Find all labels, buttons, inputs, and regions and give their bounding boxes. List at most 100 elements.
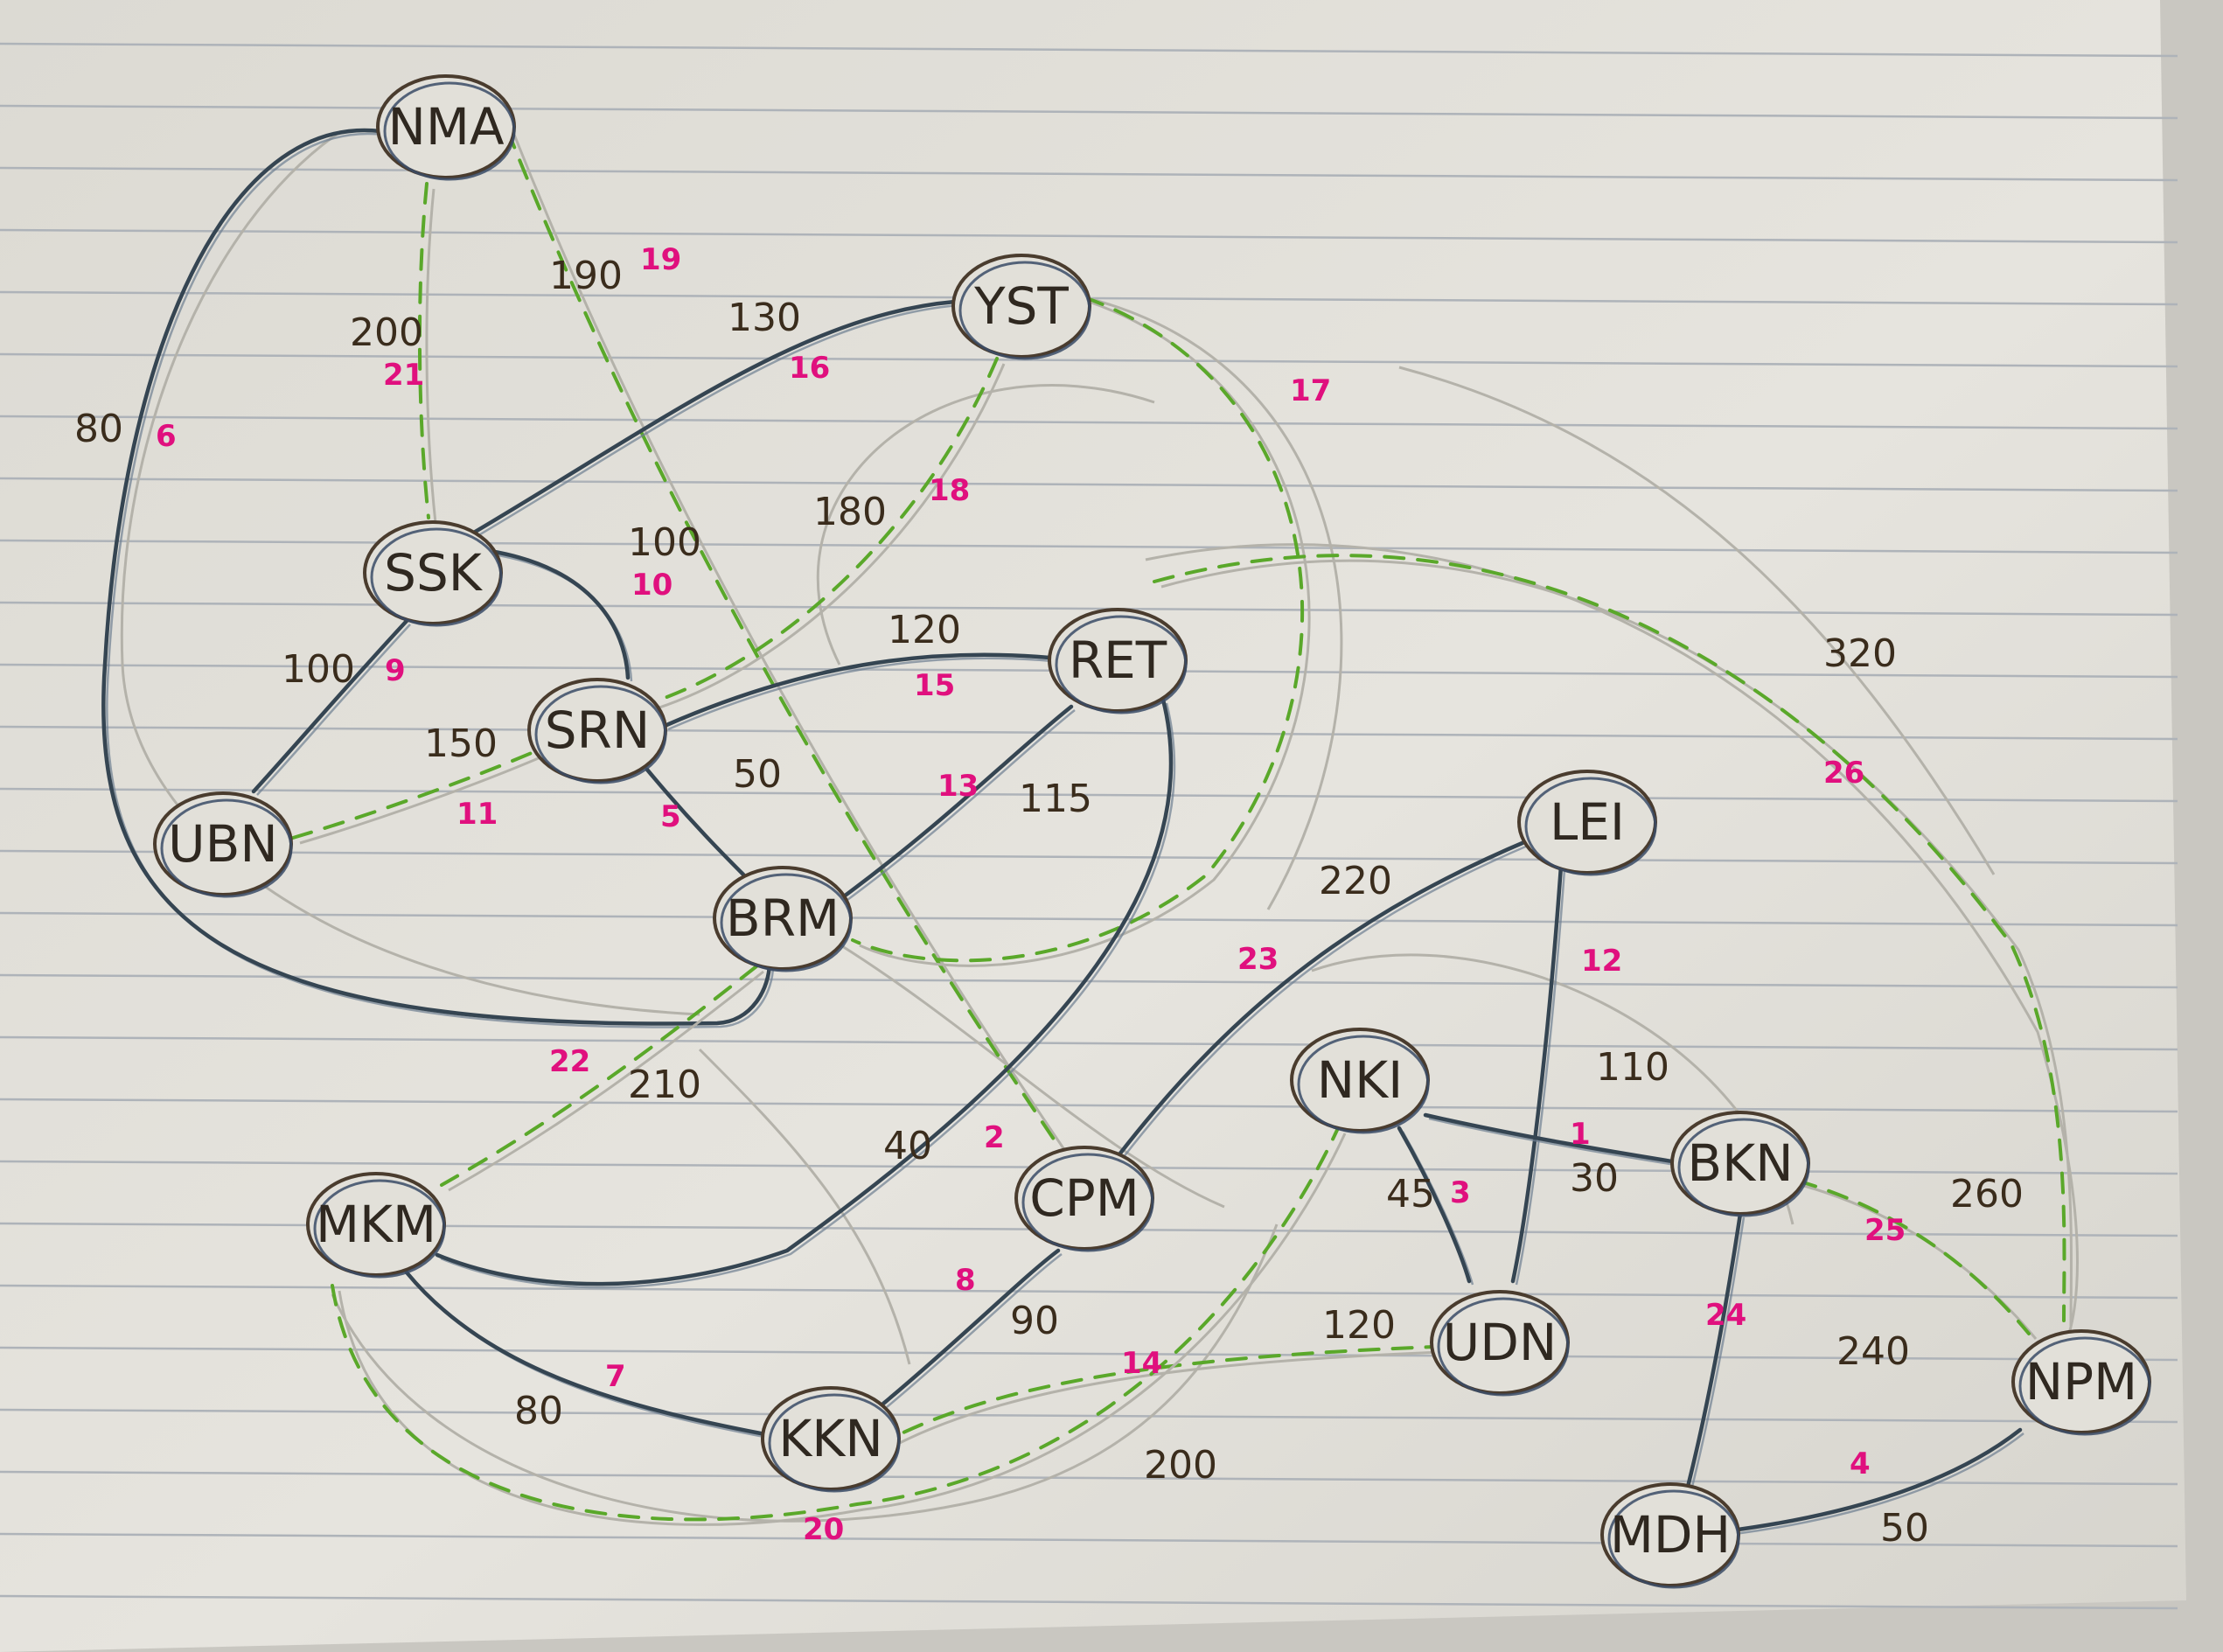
edge-weight-label: 190	[549, 254, 623, 298]
edge-weight-label: 80	[74, 407, 123, 451]
edge-ssk-yst	[470, 299, 958, 536]
node-yst[interactable]: YST	[951, 254, 1091, 360]
ruled-line	[0, 1470, 2178, 1486]
edge-shadow	[886, 1253, 1063, 1408]
node-kkn[interactable]: KKN	[761, 1386, 901, 1493]
edge-shadow	[847, 709, 1076, 902]
edge-index-label: 21	[383, 358, 424, 393]
edge-shadow	[475, 303, 959, 539]
node-srn[interactable]: SRN	[527, 678, 667, 784]
ruled-line	[0, 1035, 2178, 1051]
edge-cpm-lei	[1117, 837, 1533, 1157]
edge-nki-udn	[1397, 1126, 1472, 1284]
edge-weight-label: 90	[1010, 1299, 1059, 1343]
node-label: MDH	[1610, 1505, 1731, 1565]
pencil-curve	[839, 943, 1225, 1209]
node-ubn[interactable]: UBN	[153, 791, 293, 898]
node-label: NPM	[2025, 1352, 2137, 1412]
node-circle-outline	[768, 1393, 901, 1493]
edge-brm-mkm	[440, 965, 758, 1187]
node-label: YST	[973, 276, 1069, 336]
edge-mkm-nki	[331, 1126, 1340, 1522]
edge-index-label: 19	[640, 242, 681, 277]
ruled-line	[0, 228, 2178, 244]
node-label: KKN	[778, 1409, 882, 1468]
edge-weight-label: 30	[1570, 1156, 1619, 1201]
edge-ubn-srn	[291, 750, 535, 840]
edge-shadow	[256, 624, 411, 796]
ruled-line	[0, 539, 2178, 554]
pencil-trace	[425, 188, 437, 524]
edge-weight-label: 210	[628, 1063, 701, 1107]
ruled-line	[0, 104, 2178, 120]
node-brm[interactable]: BRM	[713, 866, 853, 972]
edge-weight-label: 80	[514, 1389, 563, 1433]
pencil-trace	[859, 301, 1311, 967]
edge-index-label: 23	[1237, 942, 1279, 977]
node-mdh[interactable]: MDH	[1600, 1482, 1740, 1589]
node-label: CPM	[1029, 1168, 1139, 1228]
edge-weight-label: 120	[888, 608, 961, 652]
node-npm[interactable]: NPM	[2011, 1329, 2151, 1436]
edge-shadow	[106, 132, 775, 1028]
node-circle-outline	[313, 1179, 446, 1279]
ruled-line	[0, 166, 2178, 182]
node-udn[interactable]: UDN	[1430, 1290, 1570, 1397]
edge-index-label: 17	[1290, 373, 1331, 408]
ruled-line	[0, 1594, 2178, 1610]
edge-index-label: 7	[605, 1359, 626, 1394]
edge-index-label: 14	[1121, 1346, 1162, 1381]
edge-index-label: 20	[803, 1512, 844, 1547]
node-label: UDN	[1443, 1313, 1557, 1372]
node-mkm[interactable]: MKM	[306, 1172, 446, 1279]
graph-edges	[101, 128, 2073, 1536]
node-cpm[interactable]: CPM	[1014, 1146, 1154, 1252]
node-circle-outline	[160, 798, 293, 898]
edge-shadow	[1428, 1117, 1676, 1167]
ruled-line	[0, 1284, 2178, 1300]
edge-weight-label: 200	[1144, 1443, 1217, 1488]
node-label: MKM	[316, 1195, 436, 1254]
node-label: SRN	[545, 701, 651, 760]
edge-kkn-udn	[873, 1345, 1436, 1449]
ruled-line	[0, 1408, 2178, 1424]
pencil-curve	[1398, 366, 1996, 875]
edge-index-label: 5	[660, 799, 681, 834]
node-circle-outline	[1055, 615, 1188, 714]
node-label: UBN	[168, 814, 278, 874]
ruled-line	[0, 477, 2178, 492]
node-label: RET	[1069, 631, 1167, 690]
node-label: BRM	[726, 889, 840, 948]
node-bkn[interactable]: BKN	[1670, 1111, 1810, 1217]
edge-weight-label: 320	[1823, 631, 1897, 676]
edge-mdh-npm	[1729, 1427, 2023, 1533]
node-ret[interactable]: RET	[1048, 608, 1188, 714]
pencil-trace	[653, 363, 1006, 711]
pencil-trace	[299, 756, 541, 845]
edge-index-label: 9	[385, 653, 406, 688]
ruled-line	[0, 1532, 2178, 1548]
edge-shadow	[1515, 868, 1566, 1286]
node-circle-outline	[1021, 1153, 1154, 1252]
node-nki[interactable]: NKI	[1290, 1028, 1430, 1134]
edge-ret-mkm	[435, 697, 1174, 1286]
node-nma[interactable]: NMA	[376, 74, 516, 181]
edge-yst-brm	[851, 296, 1304, 963]
edge-ssk-ubn	[251, 618, 409, 794]
ruled-line	[0, 1098, 2178, 1113]
pencil-curve	[698, 1048, 911, 1365]
node-lei[interactable]: LEI	[1517, 770, 1657, 876]
edge-weight-label: 50	[733, 752, 782, 797]
edge-weight-label: 240	[1836, 1329, 1910, 1374]
edge-weight-label: 40	[883, 1124, 932, 1168]
edge-index-label: 26	[1823, 756, 1864, 791]
edge-weight-label: 200	[350, 310, 423, 355]
edge-index-label: 1	[1570, 1117, 1591, 1152]
node-label: NMA	[387, 97, 504, 157]
edge-weight-label: 110	[1596, 1045, 1669, 1090]
node-circle-outline	[1437, 1297, 1570, 1397]
edge-yst-srn	[645, 357, 999, 706]
node-ssk[interactable]: SSK	[363, 520, 503, 627]
